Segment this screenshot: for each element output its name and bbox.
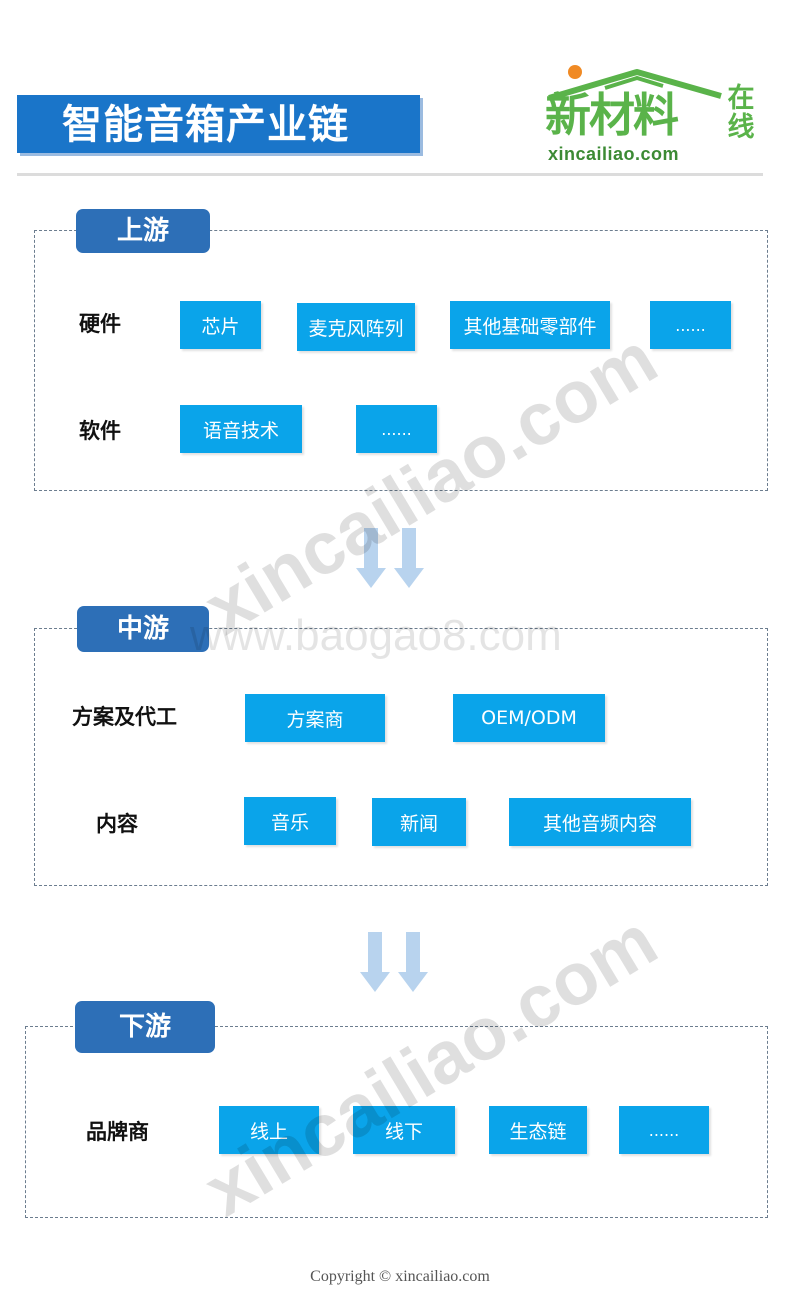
item-other-audio: 其他音频内容	[509, 798, 691, 846]
midstream-section	[34, 628, 768, 886]
watermark-horizontal: www.baogao8.com	[190, 611, 562, 660]
title-banner	[17, 95, 420, 153]
row-label-content: 内容	[96, 812, 138, 836]
item-more-brands: ......	[619, 1106, 709, 1154]
logo-url: xincailiao.com	[548, 144, 680, 164]
midstream-tab: 中游	[77, 606, 209, 652]
item-oem-odm: OEM/ODM	[453, 694, 605, 742]
downstream-tab: 下游	[75, 1001, 215, 1053]
item-chip: 芯片	[180, 301, 261, 349]
item-voice-tech: 语音技术	[180, 405, 302, 453]
item-more-hardware: ......	[650, 301, 731, 349]
item-solution-provider: 方案商	[245, 694, 385, 742]
upstream-tab: 上游	[76, 209, 210, 253]
item-mic-array: 麦克风阵列	[297, 303, 415, 351]
row-label-brands: 品牌商	[86, 1120, 149, 1144]
item-more-software: ......	[356, 405, 437, 453]
row-label-software: 软件	[79, 419, 121, 443]
down-arrow-icon	[356, 528, 424, 588]
logo-side-text: 在线	[727, 83, 755, 143]
upstream-section	[34, 230, 768, 491]
copyright: Copyright © xincailiao.com	[310, 1268, 490, 1285]
item-online: 线上	[219, 1106, 319, 1154]
downstream-section	[25, 1026, 768, 1218]
item-other-components: 其他基础零部件	[450, 301, 610, 349]
logo-roof-icon	[548, 65, 722, 101]
down-arrow-icon	[360, 932, 428, 992]
row-label-hardware: 硬件	[79, 312, 121, 336]
item-news: 新闻	[372, 798, 466, 846]
page-title: 智能音箱产业链	[62, 102, 349, 148]
logo-name: 新材料	[545, 88, 679, 142]
header-divider	[17, 173, 763, 176]
row-label-solution-oem: 方案及代工	[72, 705, 177, 729]
item-offline: 线下	[353, 1106, 455, 1154]
item-ecosystem: 生态链	[489, 1106, 587, 1154]
item-music: 音乐	[244, 797, 336, 845]
